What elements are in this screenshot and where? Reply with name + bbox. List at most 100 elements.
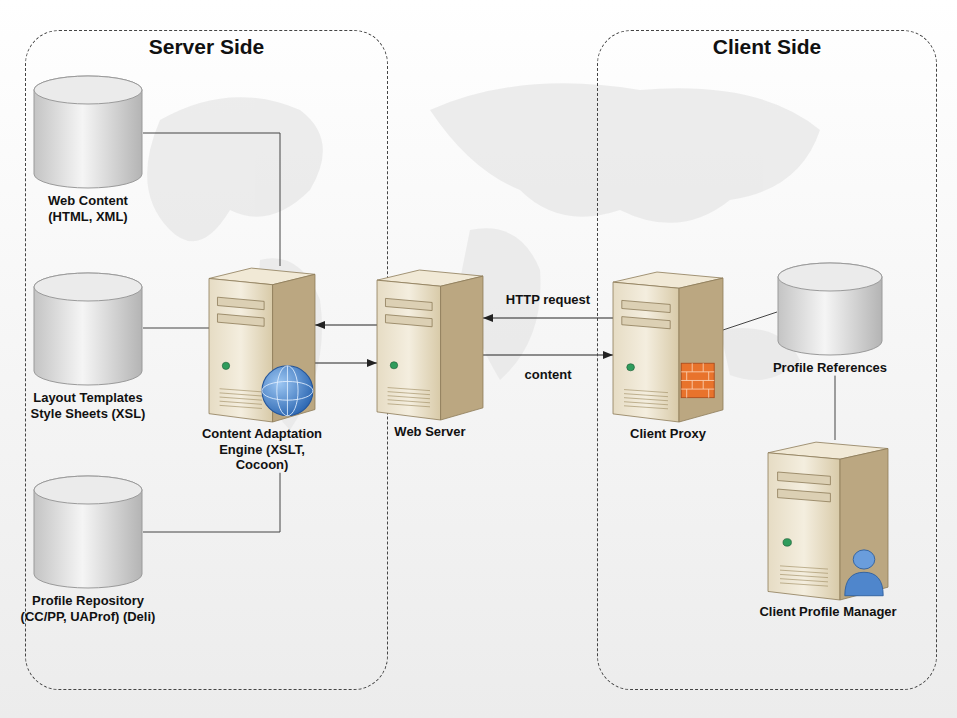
node-label: Profile Repository (CC/PP, UAProf) (Deli… xyxy=(21,593,156,624)
firewall-icon xyxy=(681,363,714,397)
node-label: Client Profile Manager xyxy=(759,604,896,620)
server-tower: Client Proxy xyxy=(613,270,723,442)
region-title: Server Side xyxy=(26,34,387,59)
vent-line xyxy=(220,389,262,392)
vent-line xyxy=(780,579,828,582)
world-map xyxy=(147,83,820,430)
vent-line xyxy=(388,396,430,399)
globe-icon xyxy=(262,366,313,416)
cylinder-top xyxy=(34,76,142,104)
vent-line xyxy=(624,390,668,393)
cylinder-body xyxy=(778,263,882,355)
edge-label: content xyxy=(525,367,572,382)
brick-line xyxy=(686,389,687,398)
server-front xyxy=(768,453,840,600)
database-cylinder: Profile References xyxy=(770,262,891,376)
database-icon xyxy=(33,272,143,386)
brick-line xyxy=(681,380,714,381)
connector-arrow xyxy=(315,325,377,326)
server-icon xyxy=(377,268,483,420)
node-label: Web Content (HTML, XML) xyxy=(38,193,138,224)
vent-line xyxy=(220,405,262,408)
cylinder-body xyxy=(34,476,142,588)
power-led xyxy=(390,362,397,369)
node-label: Content Adaptation Engine (XSLT, Cocoon) xyxy=(201,426,323,473)
database-icon xyxy=(33,475,143,589)
connector-line xyxy=(143,473,280,532)
connector-line xyxy=(143,133,280,266)
cylinder-body xyxy=(34,76,142,188)
vent-line xyxy=(220,401,262,404)
brick-line xyxy=(692,380,693,389)
vent-line xyxy=(624,394,668,397)
node-label: Web Server xyxy=(394,424,465,440)
brick-line xyxy=(681,371,714,372)
server-side xyxy=(441,276,483,420)
drive-bay xyxy=(385,315,432,327)
node-label: Profile References xyxy=(773,360,887,376)
region-boundary: Client SideClient ProxyProfile Reference… xyxy=(597,30,937,690)
vent-line xyxy=(780,566,828,569)
server-front xyxy=(377,280,441,420)
connector-arrow xyxy=(315,363,377,364)
drive-bay xyxy=(622,300,670,312)
connector-arrow xyxy=(483,318,613,319)
connector-arrow xyxy=(483,355,613,356)
brick-line xyxy=(686,372,687,381)
region-boundary: Server SideWeb Content (HTML, XML) Layout… xyxy=(25,30,388,690)
server-tower: Content Adaptation Engine (XSLT, Cocoon) xyxy=(198,266,326,473)
globe-meridian xyxy=(277,366,298,416)
cylinder-top xyxy=(778,263,882,291)
cylinder-top xyxy=(34,273,142,301)
edge-label: HTTP request xyxy=(506,292,590,307)
cylinder-top xyxy=(34,476,142,504)
brick-line xyxy=(708,389,709,398)
database-cylinder: Web Content (HTML, XML) xyxy=(33,75,143,224)
server-front xyxy=(209,278,273,422)
person-body xyxy=(845,572,883,595)
database-icon xyxy=(777,262,883,356)
server-front xyxy=(613,282,679,422)
server-icon xyxy=(613,270,723,422)
database-cylinder: Layout Templates Style Sheets (XSL) xyxy=(24,272,152,421)
database-cylinder: Profile Repository (CC/PP, UAProf) (Deli… xyxy=(18,475,159,624)
drive-bay xyxy=(778,489,831,502)
brick-line xyxy=(703,380,704,389)
vent-line xyxy=(780,570,828,573)
drive-bay xyxy=(217,297,264,309)
server-tower: Web Server xyxy=(377,268,483,440)
vent-line xyxy=(388,392,430,395)
brick-line xyxy=(703,363,704,372)
brick-line xyxy=(708,372,709,381)
server-tower: Client Profile Manager xyxy=(756,440,900,620)
power-led xyxy=(222,362,229,369)
drive-bay xyxy=(217,314,264,326)
brick-line xyxy=(692,363,693,372)
power-led xyxy=(627,364,635,371)
vent-line xyxy=(780,574,828,577)
connector-line xyxy=(835,376,836,440)
server-side xyxy=(679,278,723,422)
connector-line xyxy=(143,328,209,329)
drive-bay xyxy=(778,472,831,485)
vent-line xyxy=(388,400,430,403)
vent-line xyxy=(388,388,430,391)
server-icon xyxy=(768,440,888,600)
vent-line xyxy=(624,402,668,405)
brick-line xyxy=(681,389,714,390)
drive-bay xyxy=(385,298,432,310)
server-icon xyxy=(209,266,315,422)
vent-line xyxy=(220,393,262,396)
globe-meridian xyxy=(287,366,288,416)
region-title: Client Side xyxy=(598,34,936,59)
vent-line xyxy=(780,583,828,586)
drive-bay xyxy=(622,317,670,329)
person-head xyxy=(853,550,875,569)
database-icon xyxy=(33,75,143,189)
cylinder-body xyxy=(34,273,142,385)
vent-line xyxy=(388,404,430,407)
vent-line xyxy=(624,406,668,409)
connector-line xyxy=(723,312,777,330)
